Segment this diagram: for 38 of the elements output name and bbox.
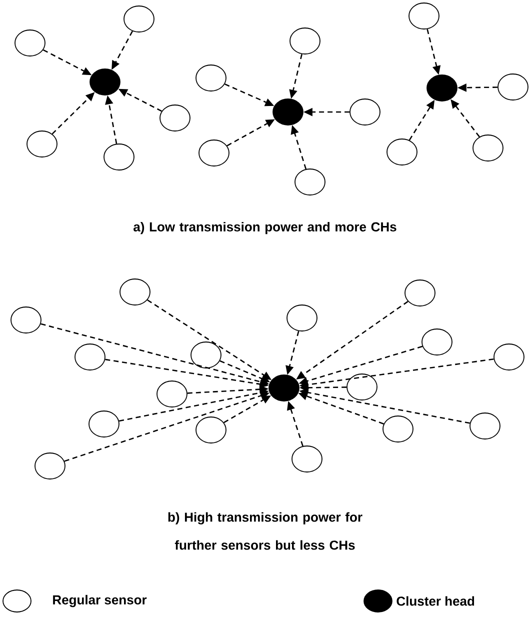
sensor-node: [408, 2, 440, 30]
cluster-head: [272, 98, 304, 126]
sensor-node: [350, 98, 380, 126]
sensor-node: [404, 280, 436, 306]
caption: a) Low transmission power and more CHs: [134, 222, 396, 234]
cluster-head: [90, 68, 120, 96]
sensor-node: [26, 130, 58, 158]
sensor-node: [34, 452, 66, 480]
sensor-node: [470, 412, 500, 440]
sensor-node: [156, 380, 188, 408]
sensor-node: [472, 134, 504, 162]
sensor-node: [198, 140, 230, 166]
sensor-node: [88, 410, 120, 438]
sensor-node: [196, 416, 226, 444]
legend-label: Regular sensor: [53, 594, 147, 608]
sensor-node: [294, 168, 326, 196]
sensor-node: [292, 446, 322, 472]
sensor-node: [286, 304, 318, 332]
cluster-head: [268, 374, 300, 402]
sensor-node: [196, 64, 226, 92]
sensor-node: [10, 306, 42, 334]
sensor-node: [382, 416, 414, 442]
sensor-node: [120, 278, 150, 306]
sensor-node: [14, 30, 46, 56]
sensor-node: [386, 138, 418, 166]
sensor-node: [290, 28, 320, 54]
sensor-node: [346, 374, 378, 400]
sensor-node: [160, 104, 190, 132]
caption: b) High transmission power for further sensors but less CHs: [168, 512, 362, 550]
sensor-node: [422, 328, 452, 356]
cluster-head: [426, 74, 458, 102]
sensor-node: [104, 144, 134, 170]
sensor-node: [190, 342, 222, 368]
sensor-node: [494, 344, 524, 370]
sensor-node: [498, 74, 528, 100]
sensor-node: [124, 6, 154, 32]
sensor-node: [74, 344, 106, 370]
legend-label: Cluster head: [396, 596, 474, 606]
